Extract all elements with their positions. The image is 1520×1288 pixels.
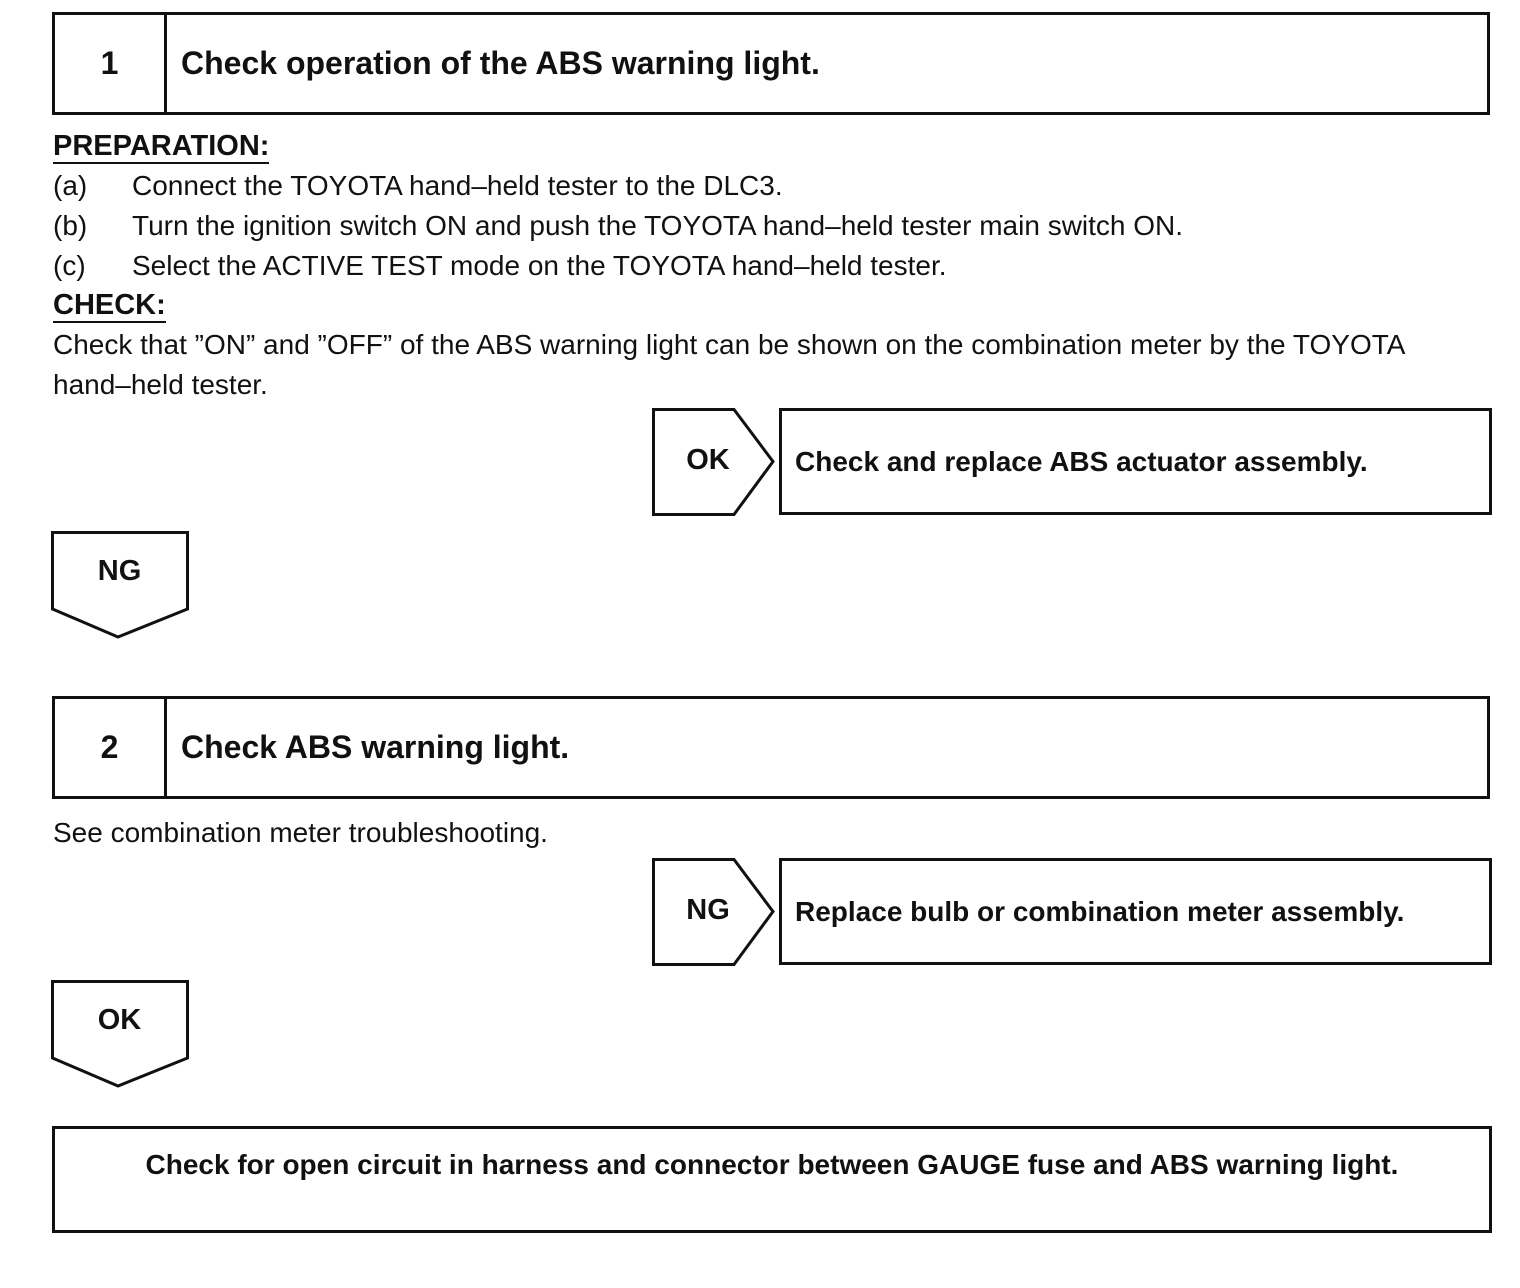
ng-arrow-label: NG <box>686 894 730 926</box>
item-text: Connect the TOYOTA hand–held tester to t… <box>132 170 783 201</box>
preparation-item-c: (c) Select the ACTIVE TEST mode on the TO… <box>53 249 947 283</box>
item-text: Turn the ignition switch ON and push the… <box>132 210 1184 241</box>
result-2-action-box: Replace bulb or combination meter assemb… <box>779 858 1492 965</box>
ng-down-arrow-label: NG <box>97 555 142 587</box>
ok-arrow-label: OK <box>686 444 730 476</box>
ok-down-arrow-label: OK <box>97 1004 142 1036</box>
step-1-box: 1 Check operation of the ABS warning lig… <box>52 12 1490 115</box>
preparation-heading: PREPARATION: <box>53 130 270 164</box>
step-2-note: See combination meter troubleshooting. <box>53 817 548 848</box>
item-text: Select the ACTIVE TEST mode on the TOYOT… <box>132 250 947 281</box>
ng-right-arrow-icon <box>652 858 775 966</box>
step-1-number: 1 <box>55 15 167 112</box>
check-heading: CHECK: <box>53 289 166 323</box>
step-2-box: 2 Check ABS warning light. <box>52 696 1490 799</box>
check-text: Check that ”ON” and ”OFF” of the ABS war… <box>53 329 1404 400</box>
final-action-box: Check for open circuit in harness and co… <box>52 1126 1492 1233</box>
result-1-action-box: Check and replace ABS actuator assembly. <box>779 408 1492 515</box>
step-2-number: 2 <box>55 699 167 796</box>
step-1-title: Check operation of the ABS warning light… <box>181 45 820 81</box>
item-label: (c) <box>53 250 86 281</box>
preparation-item-b: (b) Turn the ignition switch ON and push … <box>53 209 1183 243</box>
item-label: (b) <box>53 210 88 241</box>
item-label: (a) <box>53 170 88 201</box>
step-2-title: Check ABS warning light. <box>181 729 570 765</box>
ng-down-arrow-icon <box>51 531 189 639</box>
ok-down-arrow-icon <box>51 980 189 1088</box>
ok-right-arrow-icon <box>652 408 775 516</box>
preparation-item-a: (a) Connect the TOYOTA hand–held tester t… <box>53 169 783 203</box>
